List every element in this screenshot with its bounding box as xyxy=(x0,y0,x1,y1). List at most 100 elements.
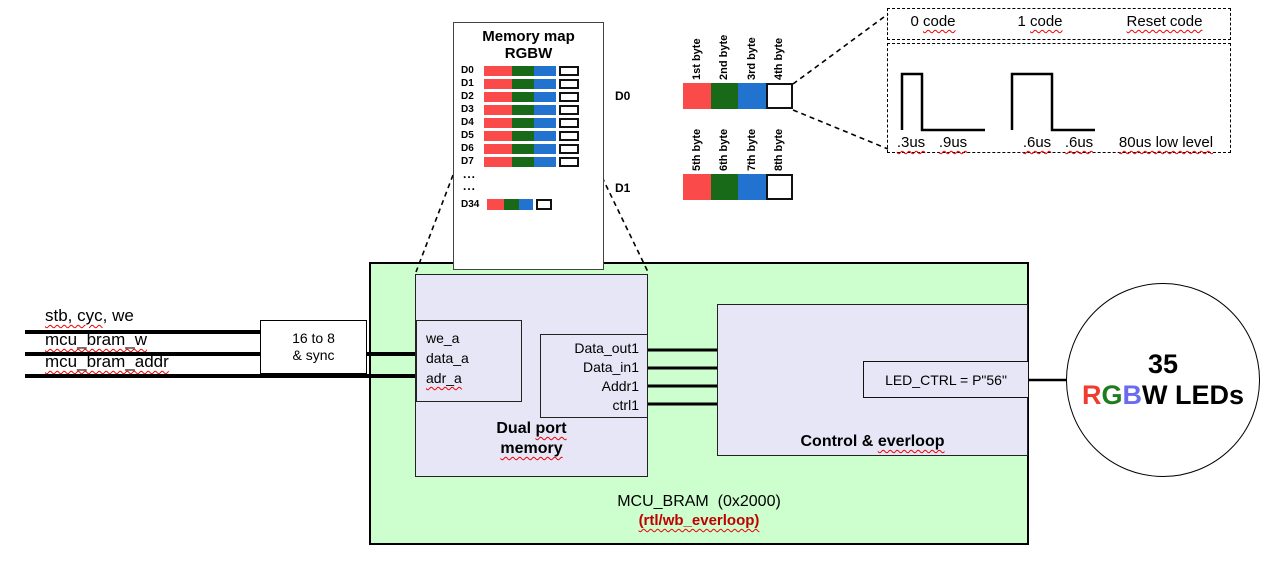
blue-cell xyxy=(534,157,556,167)
memory-map-row: D4 xyxy=(461,118,579,128)
green-byte-cell xyxy=(711,83,738,109)
memory-map-row-d34: D34 xyxy=(461,199,552,210)
blue-cell xyxy=(534,144,556,154)
memory-map-title: Memory map xyxy=(482,28,575,45)
green-cell xyxy=(504,199,519,210)
white-cell xyxy=(559,92,579,102)
white-cell xyxy=(536,199,552,210)
byte-label-2nd: 2nd byte xyxy=(718,34,730,80)
led-ctrl-text: LED_CTRL = P"56" xyxy=(885,371,1007,388)
width-converter-box: 16 to 8 & sync xyxy=(260,320,367,374)
red-cell xyxy=(484,79,512,89)
memory-map-row: D2 xyxy=(461,92,579,102)
led-circle: 35 RGBW LEDs xyxy=(1066,283,1260,477)
converter-line1: 16 to 8 xyxy=(292,330,335,346)
bram-title: MCU_BRAM (0x2000) xyxy=(617,493,781,510)
red-byte-cell xyxy=(683,83,711,109)
row-label: D34 xyxy=(461,198,480,210)
row-label: D6 xyxy=(461,143,474,154)
red-cell xyxy=(484,118,512,128)
led-rgbw-text: RGBW LEDs xyxy=(1081,380,1245,410)
green-cell xyxy=(512,66,534,76)
white-byte-cell xyxy=(766,83,793,109)
byte-label-1st: 1st byte xyxy=(691,38,703,80)
one-low-time: .6us xyxy=(1064,134,1094,151)
white-byte-cell xyxy=(766,174,793,200)
memory-map-row: D3 xyxy=(461,105,579,115)
red-cell xyxy=(487,199,504,210)
ellipsis: ... xyxy=(463,167,477,181)
d0-byte-row xyxy=(683,83,793,109)
one-code-label: 1 code xyxy=(1017,13,1063,30)
port-b-data-in: Data_in1 xyxy=(582,359,639,375)
byte-label-4th: 4th byte xyxy=(773,37,785,80)
port-b-data-out: Data_out1 xyxy=(574,340,639,356)
d1-byte-row xyxy=(683,174,793,200)
memory-map-row: D0 xyxy=(461,66,579,76)
green-cell xyxy=(512,157,534,167)
blue-byte-cell xyxy=(738,83,766,109)
row-label: D2 xyxy=(461,91,474,102)
blue-cell xyxy=(534,105,556,115)
blue-byte-cell xyxy=(738,174,766,200)
white-cell xyxy=(559,144,579,154)
red-cell xyxy=(484,144,512,154)
memory-map-row: D6 xyxy=(461,144,579,154)
row-label: D3 xyxy=(461,104,474,115)
title-line2: memory xyxy=(500,440,563,457)
zero-high-time: .3us xyxy=(896,134,926,151)
control-everloop-title: Control & everloop xyxy=(800,433,945,450)
port-b-addr: Addr1 xyxy=(601,378,639,394)
blue-cell xyxy=(534,92,556,102)
blue-cell xyxy=(534,66,556,76)
green-cell xyxy=(512,92,534,102)
white-cell xyxy=(559,105,579,115)
one-high-time: .6us xyxy=(1022,134,1052,151)
memory-map-row: D1 xyxy=(461,79,579,89)
led-count: 35 xyxy=(1147,349,1179,379)
led-ctrl-register-box: LED_CTRL = P"56" xyxy=(863,361,1029,398)
signal-label-mcu-bram-addr: mcu_bram_addr xyxy=(45,352,169,371)
row-label: D4 xyxy=(461,117,474,128)
white-cell xyxy=(559,66,579,76)
reset-code-label: Reset code xyxy=(1126,13,1203,30)
white-cell xyxy=(559,118,579,128)
red-cell xyxy=(484,66,512,76)
green-cell xyxy=(512,118,534,128)
green-cell xyxy=(512,144,534,154)
row-label: D0 xyxy=(461,65,474,76)
white-cell xyxy=(559,157,579,167)
row-label: D1 xyxy=(461,78,474,89)
red-cell xyxy=(484,157,512,167)
row-label: D7 xyxy=(461,156,474,167)
blue-cell xyxy=(519,199,533,210)
port-a-we: we_a xyxy=(426,330,460,346)
port-b-box: Data_out1 Data_in1 Addr1 ctrl1 xyxy=(540,334,648,418)
zero-low-time: .9us xyxy=(938,134,968,151)
red-cell xyxy=(484,131,512,141)
port-a-data: data_a xyxy=(426,350,469,366)
green-cell xyxy=(512,79,534,89)
byte-label-5th: 5th byte xyxy=(691,128,703,171)
zero-code-label: 0 code xyxy=(910,13,956,30)
white-cell xyxy=(559,79,579,89)
blue-cell xyxy=(534,79,556,89)
memory-map-panel: Memory map RGBW D0 D1 D2 D3 D4 D5 D6 D7 … xyxy=(453,22,604,270)
blue-cell xyxy=(534,131,556,141)
dual-port-memory-title: Dual port memory xyxy=(416,419,647,459)
port-a-box: we_a data_a adr_a xyxy=(416,320,522,402)
row-label: D5 xyxy=(461,130,474,141)
title-line1: Dual port xyxy=(496,420,567,437)
signal-label-mcu-bram-w: mcu_bram_w xyxy=(45,330,148,349)
waveform-box xyxy=(887,43,1231,153)
byte-label-6th: 6th byte xyxy=(718,128,730,171)
red-byte-cell xyxy=(683,174,711,200)
memory-map-subtitle: RGBW xyxy=(504,45,553,62)
green-cell xyxy=(512,131,534,141)
red-cell xyxy=(484,105,512,115)
converter-line2: & sync xyxy=(292,347,335,363)
memory-map-row: D5 xyxy=(461,131,579,141)
signal-label-stb-cyc-we: stb, cyc, we xyxy=(45,306,134,325)
byte-label-3rd: 3rd byte xyxy=(746,37,758,80)
